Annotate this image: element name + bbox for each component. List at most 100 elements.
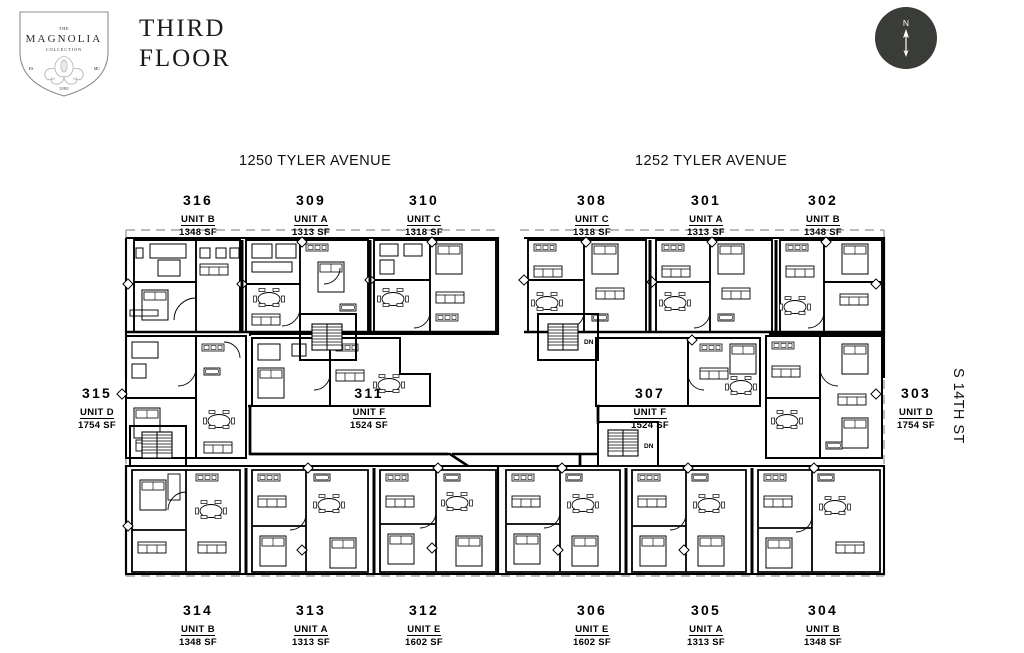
unit-label-313: 313 UNIT A 1313 SF	[292, 603, 330, 647]
unit-number-306: 306	[577, 602, 607, 618]
unit-type-308: UNIT C	[574, 214, 610, 226]
unit-type-310: UNIT C	[406, 214, 442, 226]
svg-text:DN: DN	[644, 443, 654, 450]
unit-label-315: 315 UNIT D 1754 SF	[78, 386, 116, 430]
unit-label-316: 316 UNIT B 1348 SF	[179, 193, 217, 237]
unit-area-307: 1524 SF	[630, 419, 670, 431]
magnolia-shield-icon: THE MAGNOLIA COLLECTION ES MC 1880	[19, 11, 109, 97]
unit-label-310: 310 UNIT C 1318 SF	[405, 193, 443, 237]
compass-north-label: N	[903, 18, 909, 28]
unit-type-309: UNIT A	[294, 214, 328, 226]
unit-type-311: UNIT F	[352, 407, 386, 419]
unit-label-306: 306 UNIT E 1602 SF	[573, 603, 611, 647]
unit-number-316: 316	[183, 192, 213, 208]
unit-label-307: 307 UNIT F 1524 SF	[631, 386, 669, 430]
compass-rose: N	[875, 7, 937, 69]
building-1252-tyler: DN DN	[496, 236, 886, 576]
unit-area-301: 1313 SF	[686, 226, 726, 238]
page-title: THIRD FLOOR	[139, 14, 231, 74]
unit-type-313: UNIT A	[294, 624, 328, 636]
logo-right-mark: MC	[94, 66, 101, 71]
unit-plan-301	[646, 236, 773, 333]
unit-plan-306	[505, 462, 621, 573]
unit-area-304: 1348 SF	[803, 636, 843, 648]
unit-number-308: 308	[577, 192, 607, 208]
logo-left-mark: ES	[29, 66, 34, 71]
unit-label-311: 311 UNIT F 1524 SF	[350, 386, 388, 430]
unit-plan-302	[779, 236, 883, 333]
unit-plan-314	[122, 469, 241, 573]
floor-plan-svg: DN DN	[116, 229, 886, 577]
unit-plan-305	[631, 462, 747, 573]
logo-year-text: 1880	[59, 86, 69, 91]
unit-type-307: UNIT F	[633, 407, 667, 419]
unit-plan-315	[116, 335, 247, 459]
unit-plan-307	[595, 334, 761, 407]
unit-plan-310	[364, 236, 497, 333]
north-arrow-icon	[903, 29, 909, 57]
unit-area-315: 1754 SF	[77, 419, 117, 431]
brand-logo: THE MAGNOLIA COLLECTION ES MC 1880	[14, 8, 114, 100]
unit-plan-316	[122, 239, 241, 333]
magnolia-flower-icon	[44, 55, 84, 85]
unit-type-301: UNIT A	[689, 214, 723, 226]
unit-type-306: UNIT E	[575, 624, 609, 636]
unit-label-312: 312 UNIT E 1602 SF	[405, 603, 443, 647]
unit-number-311: 311	[354, 385, 384, 401]
unit-type-303: UNIT D	[898, 407, 934, 419]
unit-label-301: 301 UNIT A 1313 SF	[687, 193, 725, 237]
unit-label-308: 308 UNIT C 1318 SF	[573, 193, 611, 237]
unit-area-306: 1602 SF	[572, 636, 612, 648]
unit-type-304: UNIT B	[805, 624, 841, 636]
unit-number-301: 301	[691, 192, 721, 208]
stairwell-left-upper	[299, 313, 357, 361]
unit-number-312: 312	[409, 602, 439, 618]
street-label-1250-tyler: 1250 TYLER AVENUE	[239, 153, 392, 169]
street-label-1252-tyler: 1252 TYLER AVENUE	[635, 153, 788, 169]
unit-type-314: UNIT B	[180, 624, 216, 636]
unit-type-302: UNIT B	[805, 214, 841, 226]
unit-number-315: 315	[82, 385, 112, 401]
logo-the-text: THE	[59, 26, 70, 31]
unit-plan-312	[379, 462, 497, 573]
unit-number-305: 305	[691, 602, 721, 618]
floor-plan-drawing: DN DN	[0, 218, 1024, 598]
unit-area-308: 1318 SF	[572, 226, 612, 238]
unit-number-302: 302	[808, 192, 838, 208]
unit-number-303: 303	[901, 385, 931, 401]
unit-plan-303	[765, 335, 883, 459]
unit-area-302: 1348 SF	[803, 226, 843, 238]
unit-number-304: 304	[808, 602, 838, 618]
unit-block-bottom-left	[124, 464, 500, 576]
unit-number-307: 307	[635, 385, 665, 401]
logo-magnolia-text: MAGNOLIA	[26, 33, 103, 45]
unit-type-315: UNIT D	[79, 407, 115, 419]
page-title-line1: THIRD	[139, 15, 226, 42]
unit-type-316: UNIT B	[180, 214, 216, 226]
unit-number-309: 309	[296, 192, 326, 208]
unit-plan-309	[236, 236, 369, 333]
unit-label-303: 303 UNIT D 1754 SF	[897, 386, 935, 430]
unit-number-313: 313	[296, 602, 326, 618]
unit-block-top-right	[524, 236, 886, 378]
unit-area-311: 1524 SF	[349, 419, 389, 431]
svg-text:DN: DN	[584, 339, 594, 346]
unit-area-303: 1754 SF	[896, 419, 936, 431]
stair-dn-label: DN	[584, 339, 594, 346]
page-title-line2: FLOOR	[139, 45, 231, 72]
unit-area-312: 1602 SF	[404, 636, 444, 648]
unit-block-bottom-right	[496, 464, 886, 576]
stair-dn-label-2: DN	[644, 443, 654, 450]
unit-area-314: 1348 SF	[178, 636, 218, 648]
unit-area-305: 1313 SF	[686, 636, 726, 648]
unit-number-314: 314	[183, 602, 213, 618]
logo-collection-text: COLLECTION	[46, 47, 82, 52]
unit-label-305: 305 UNIT A 1313 SF	[687, 603, 725, 647]
unit-label-302: 302 UNIT B 1348 SF	[804, 193, 842, 237]
central-courtyard	[248, 406, 600, 468]
unit-plan-313	[251, 462, 369, 573]
unit-label-304: 304 UNIT B 1348 SF	[804, 603, 842, 647]
unit-number-310: 310	[409, 192, 439, 208]
unit-area-310: 1318 SF	[404, 226, 444, 238]
unit-area-309: 1313 SF	[291, 226, 331, 238]
